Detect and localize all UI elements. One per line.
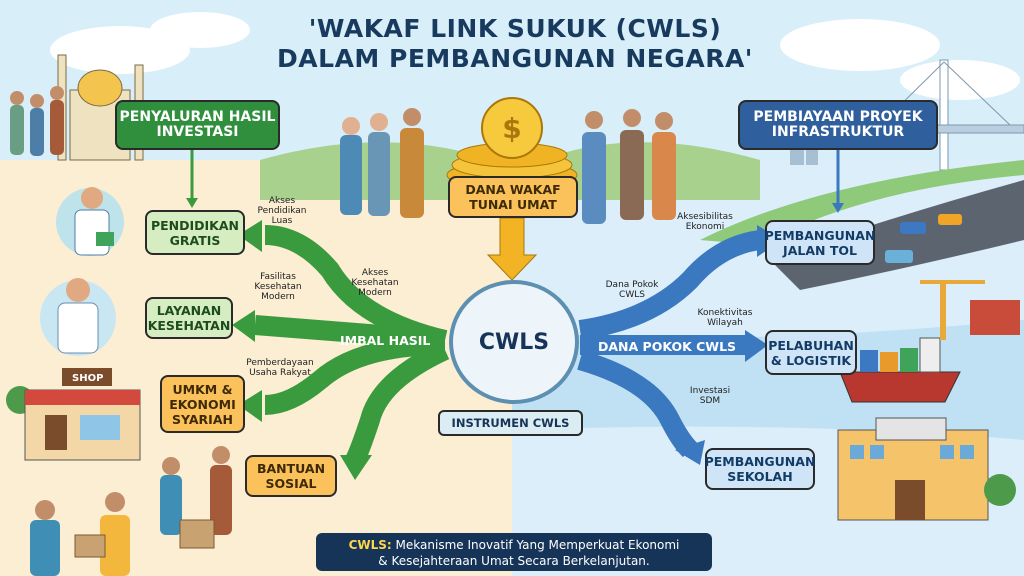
page-title: 'WAKAF LINK SUKUK (CWLS) DALAM PEMBANGUN… <box>250 14 780 74</box>
family-icon <box>30 492 130 576</box>
student-icon <box>56 187 124 256</box>
down-arrow-gold <box>486 217 538 281</box>
annot-dana-pokok: Dana Pokok CWLS <box>605 280 659 300</box>
item-kesehatan: LAYANAN KESEHATAN <box>145 297 233 339</box>
cloud <box>150 12 250 48</box>
left-header: PENYALURAN HASIL INVESTASI <box>115 100 280 150</box>
left-ground <box>0 160 512 576</box>
footer-text-1: Mekanisme Inovatif Yang Memperkuat Ekono… <box>391 538 680 552</box>
shop-icon <box>24 368 141 461</box>
doctor-icon <box>40 278 116 356</box>
item-sekolah: PEMBANGUNAN SEKOLAH <box>705 448 815 490</box>
title-line-2: DALAM PEMBANGUNAN NEGARA' <box>277 44 753 73</box>
crane-icon <box>920 280 1020 340</box>
tree <box>984 474 1016 506</box>
connector-arrowhead <box>832 203 844 213</box>
school-building-icon <box>837 417 989 521</box>
item-pelabuhan: PELABUHAN & LOGISTIK <box>765 330 857 375</box>
footer-line-1: CWLS: Mekanisme Inovatif Yang Memperkuat… <box>326 537 702 553</box>
right-flow-label: DANA POKOK CWLS <box>598 339 737 354</box>
annot-aksesibilitas: Aksesibilitas Ekonomi <box>677 212 733 232</box>
green-arrowheads <box>232 220 372 480</box>
cwls-label: CWLS <box>478 329 550 355</box>
item-pendidikan: PENDIDIKAN GRATIS <box>145 210 245 255</box>
item-jalan-tol: PEMBANGUNAN JALAN TOL <box>765 220 875 265</box>
item-bantuan: BANTUAN SOSIAL <box>245 455 337 497</box>
annot-konektivitas: Konektivitas Wilayah <box>697 308 753 328</box>
car-icon <box>938 214 962 225</box>
cargo-ship-icon <box>839 337 961 403</box>
people-group-icon <box>10 86 64 156</box>
left-flow-label: IMBAL HASIL <box>340 333 431 348</box>
item-umkm: UMKM & EKONOMI SYARIAH <box>160 375 245 433</box>
dana-wakaf-box: DANA WAKAF TUNAI UMAT <box>448 176 578 218</box>
volunteer-icon <box>160 446 232 549</box>
title-line-1: 'WAKAF LINK SUKUK (CWLS) <box>308 14 722 43</box>
car-icon <box>900 222 926 234</box>
shop-sign: SHOP <box>72 373 104 384</box>
donors-icon <box>340 108 676 224</box>
connector-arrowhead <box>186 198 198 208</box>
footer-highlight: CWLS: <box>348 538 392 552</box>
annot-akses-kesehatan: Akses Kesehatan Modern <box>351 268 399 298</box>
car-icon <box>885 250 913 263</box>
annot-pemberdayaan: Pemberdayaan Usaha Rakyat <box>246 358 314 378</box>
cwls-center: CWLS <box>449 280 579 404</box>
annot-investasi: Investasi SDM <box>689 386 731 406</box>
annot-fasilitas: Fasilitas Kesehatan Modern <box>254 272 302 302</box>
blue-flow-arrows <box>577 230 762 458</box>
right-header: PEMBIAYAAN PROYEK INFRASTRUKTUR <box>738 100 938 150</box>
green-flow-arrows <box>254 225 450 465</box>
cloud <box>50 26 190 74</box>
footer-banner: CWLS: Mekanisme Inovatif Yang Memperkuat… <box>316 533 712 571</box>
cloud <box>780 19 940 71</box>
footer-line-2: & Kesejahteraan Umat Secara Berkelanjuta… <box>378 554 650 568</box>
instrumen-caption: INSTRUMEN CWLS <box>438 410 583 436</box>
cloud <box>900 60 1020 100</box>
annot-pendidikan: Akses Pendidikan Luas <box>257 196 307 226</box>
svg-text:$: $ <box>502 112 521 145</box>
